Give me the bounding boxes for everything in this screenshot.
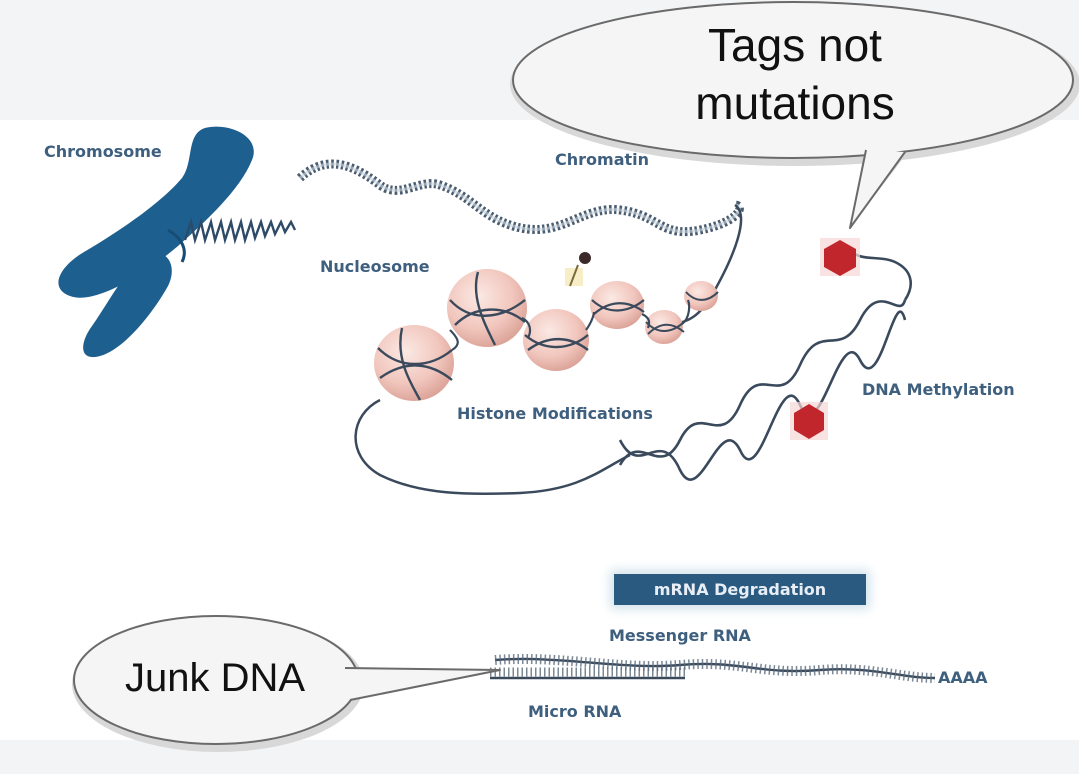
methyl-tag-icon [790, 402, 828, 440]
nucleosome-chain [374, 269, 719, 401]
label-dna-methylation: DNA Methylation [862, 380, 1015, 399]
messenger-rna-strand [494, 653, 936, 683]
label-chromosome: Chromosome [44, 142, 162, 161]
mrna-degradation-box: mRNA Degradation [614, 574, 866, 605]
dna-strand-loop [354, 398, 631, 496]
label-chromatin: Chromatin [555, 150, 650, 169]
chromosome-coil [183, 217, 297, 245]
micro-rna-strand [490, 667, 685, 680]
speech-bubble-junk-dna [72, 615, 501, 752]
label-histone-modifications: Histone Modifications [457, 404, 653, 423]
methyl-tag-icon [820, 238, 860, 276]
callout-tags-line1: Tags not [708, 19, 882, 71]
dna-double-helix [618, 249, 913, 481]
label-poly-a-tail: AAAA [938, 668, 988, 687]
label-nucleosome: Nucleosome [320, 257, 430, 276]
label-micro-rna: Micro RNA [528, 702, 622, 721]
label-mrna-degradation: mRNA Degradation [653, 580, 827, 599]
callout-tags-line2: mutations [695, 77, 895, 129]
speech-bubble-tags [510, 1, 1079, 229]
label-messenger-rna: Messenger RNA [609, 626, 751, 645]
histone-tag-icon [565, 252, 591, 287]
chromosome-icon [58, 126, 254, 358]
callout-junk-dna: Junk DNA [124, 656, 306, 700]
